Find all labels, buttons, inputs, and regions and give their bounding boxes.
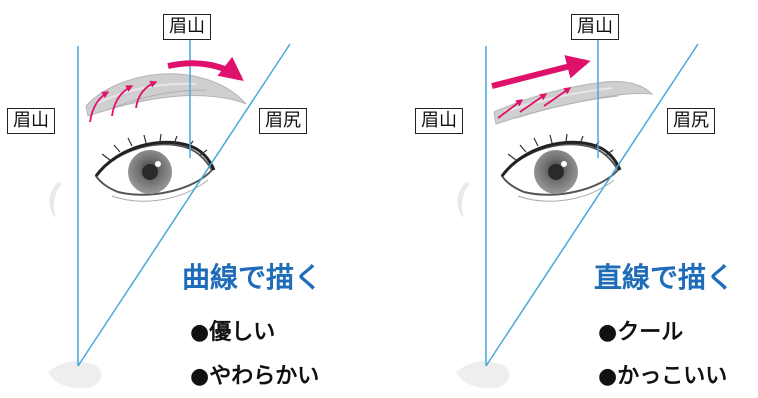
left-brow-peak-side-label: 眉山 [7, 108, 55, 134]
right-eye [500, 133, 622, 202]
left-eye [94, 133, 216, 202]
left-guide-lines [77, 40, 291, 367]
right-face-sketch [456, 182, 510, 389]
left-brow-peak-top-label: 眉山 [163, 14, 211, 40]
right-bullet-2: ●かっこいい [598, 364, 728, 389]
right-brow-peak-top-label: 眉山 [571, 14, 619, 40]
left-bullet-2: ●やわらかい [190, 364, 320, 389]
left-face-sketch [48, 182, 102, 389]
right-brow-peak-side-label: 眉山 [415, 108, 463, 134]
right-title: 直線で描く [594, 261, 735, 294]
right-arrows [491, 55, 591, 119]
right-guide-lines [485, 40, 699, 367]
right-bullet-1: ●クール [598, 320, 684, 345]
right-brow-tail-label: 眉尻 [667, 108, 715, 134]
left-eyebrow [85, 73, 247, 117]
left-arrows [89, 56, 244, 123]
left-bullet-1: ●優しい [190, 320, 276, 345]
left-brow-tail-label: 眉尻 [259, 108, 307, 134]
left-title: 曲線で描く [182, 261, 323, 294]
